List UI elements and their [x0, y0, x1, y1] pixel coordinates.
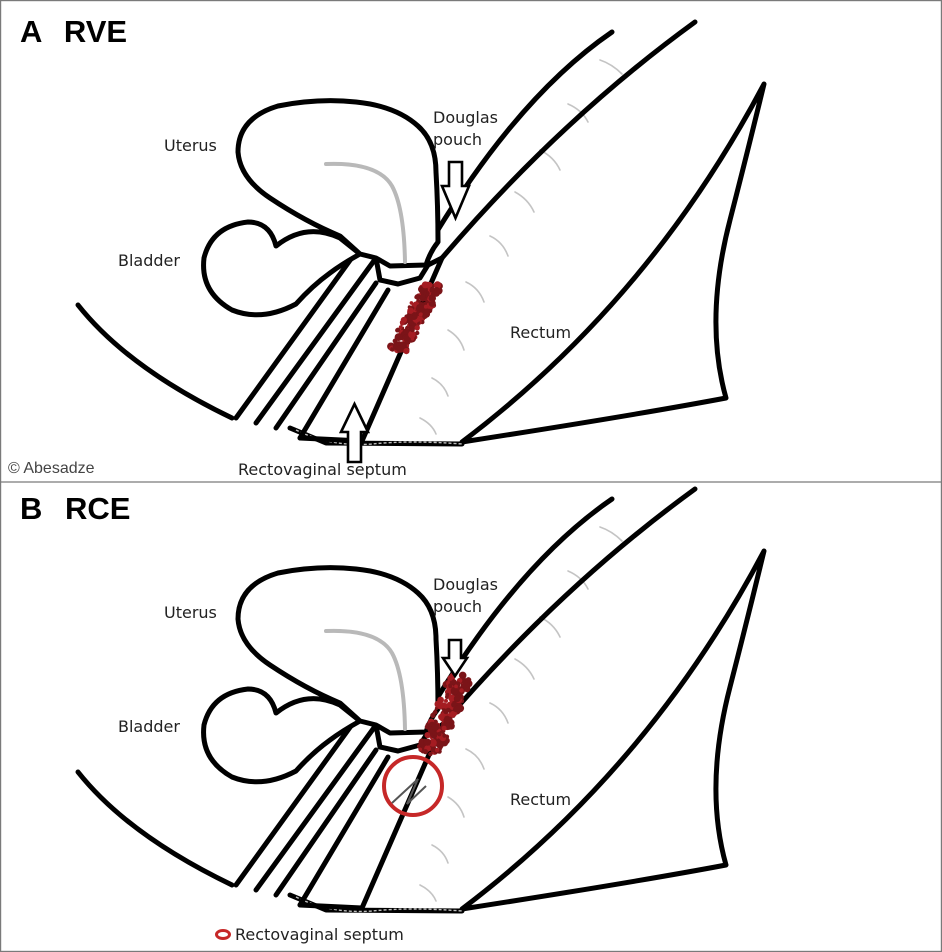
- panel-b-code: RCE: [65, 491, 130, 526]
- panel-a-septum-arrow: [341, 404, 368, 462]
- panel-a-anatomy: [78, 22, 764, 444]
- panel-a-douglas-label-1: Douglas: [433, 108, 498, 127]
- copyright-notice: © Abesadze: [8, 460, 95, 478]
- panel-a-septum-label: Rectovaginal septum: [238, 460, 407, 479]
- panel-a-douglas-arrow: [442, 162, 469, 218]
- panel-a-bladder-label: Bladder: [118, 251, 180, 270]
- panel-b-douglas-label-1: Douglas: [433, 575, 498, 594]
- panel-a-douglas-label-2: pouch: [433, 130, 482, 149]
- panel-b-heading: B RCE: [20, 491, 130, 527]
- panel-a-letter: A: [20, 14, 41, 49]
- panel-a-heading: A RVE: [20, 14, 127, 50]
- panel-b-bladder-label: Bladder: [118, 717, 180, 736]
- panel-a-code: RVE: [64, 14, 127, 49]
- panel-a-lesion: [387, 281, 443, 354]
- panel-b-legend: Rectovaginal septum: [215, 925, 404, 944]
- panel-a-uterus-label: Uterus: [164, 136, 217, 155]
- panel-a-rectum-label: Rectum: [510, 323, 571, 342]
- legend-circle-icon: [215, 929, 231, 940]
- panel-b-letter: B: [20, 491, 42, 526]
- panel-b-rectum-label: Rectum: [510, 790, 571, 809]
- panel-b-douglas-label-2: pouch: [433, 597, 482, 616]
- panel-b-uterus-label: Uterus: [164, 603, 217, 622]
- panel-b-douglas-arrow: [443, 640, 467, 676]
- panel-b-anatomy: [78, 489, 764, 911]
- septum-break-mark: [392, 779, 426, 804]
- legend-label: Rectovaginal septum: [235, 925, 404, 944]
